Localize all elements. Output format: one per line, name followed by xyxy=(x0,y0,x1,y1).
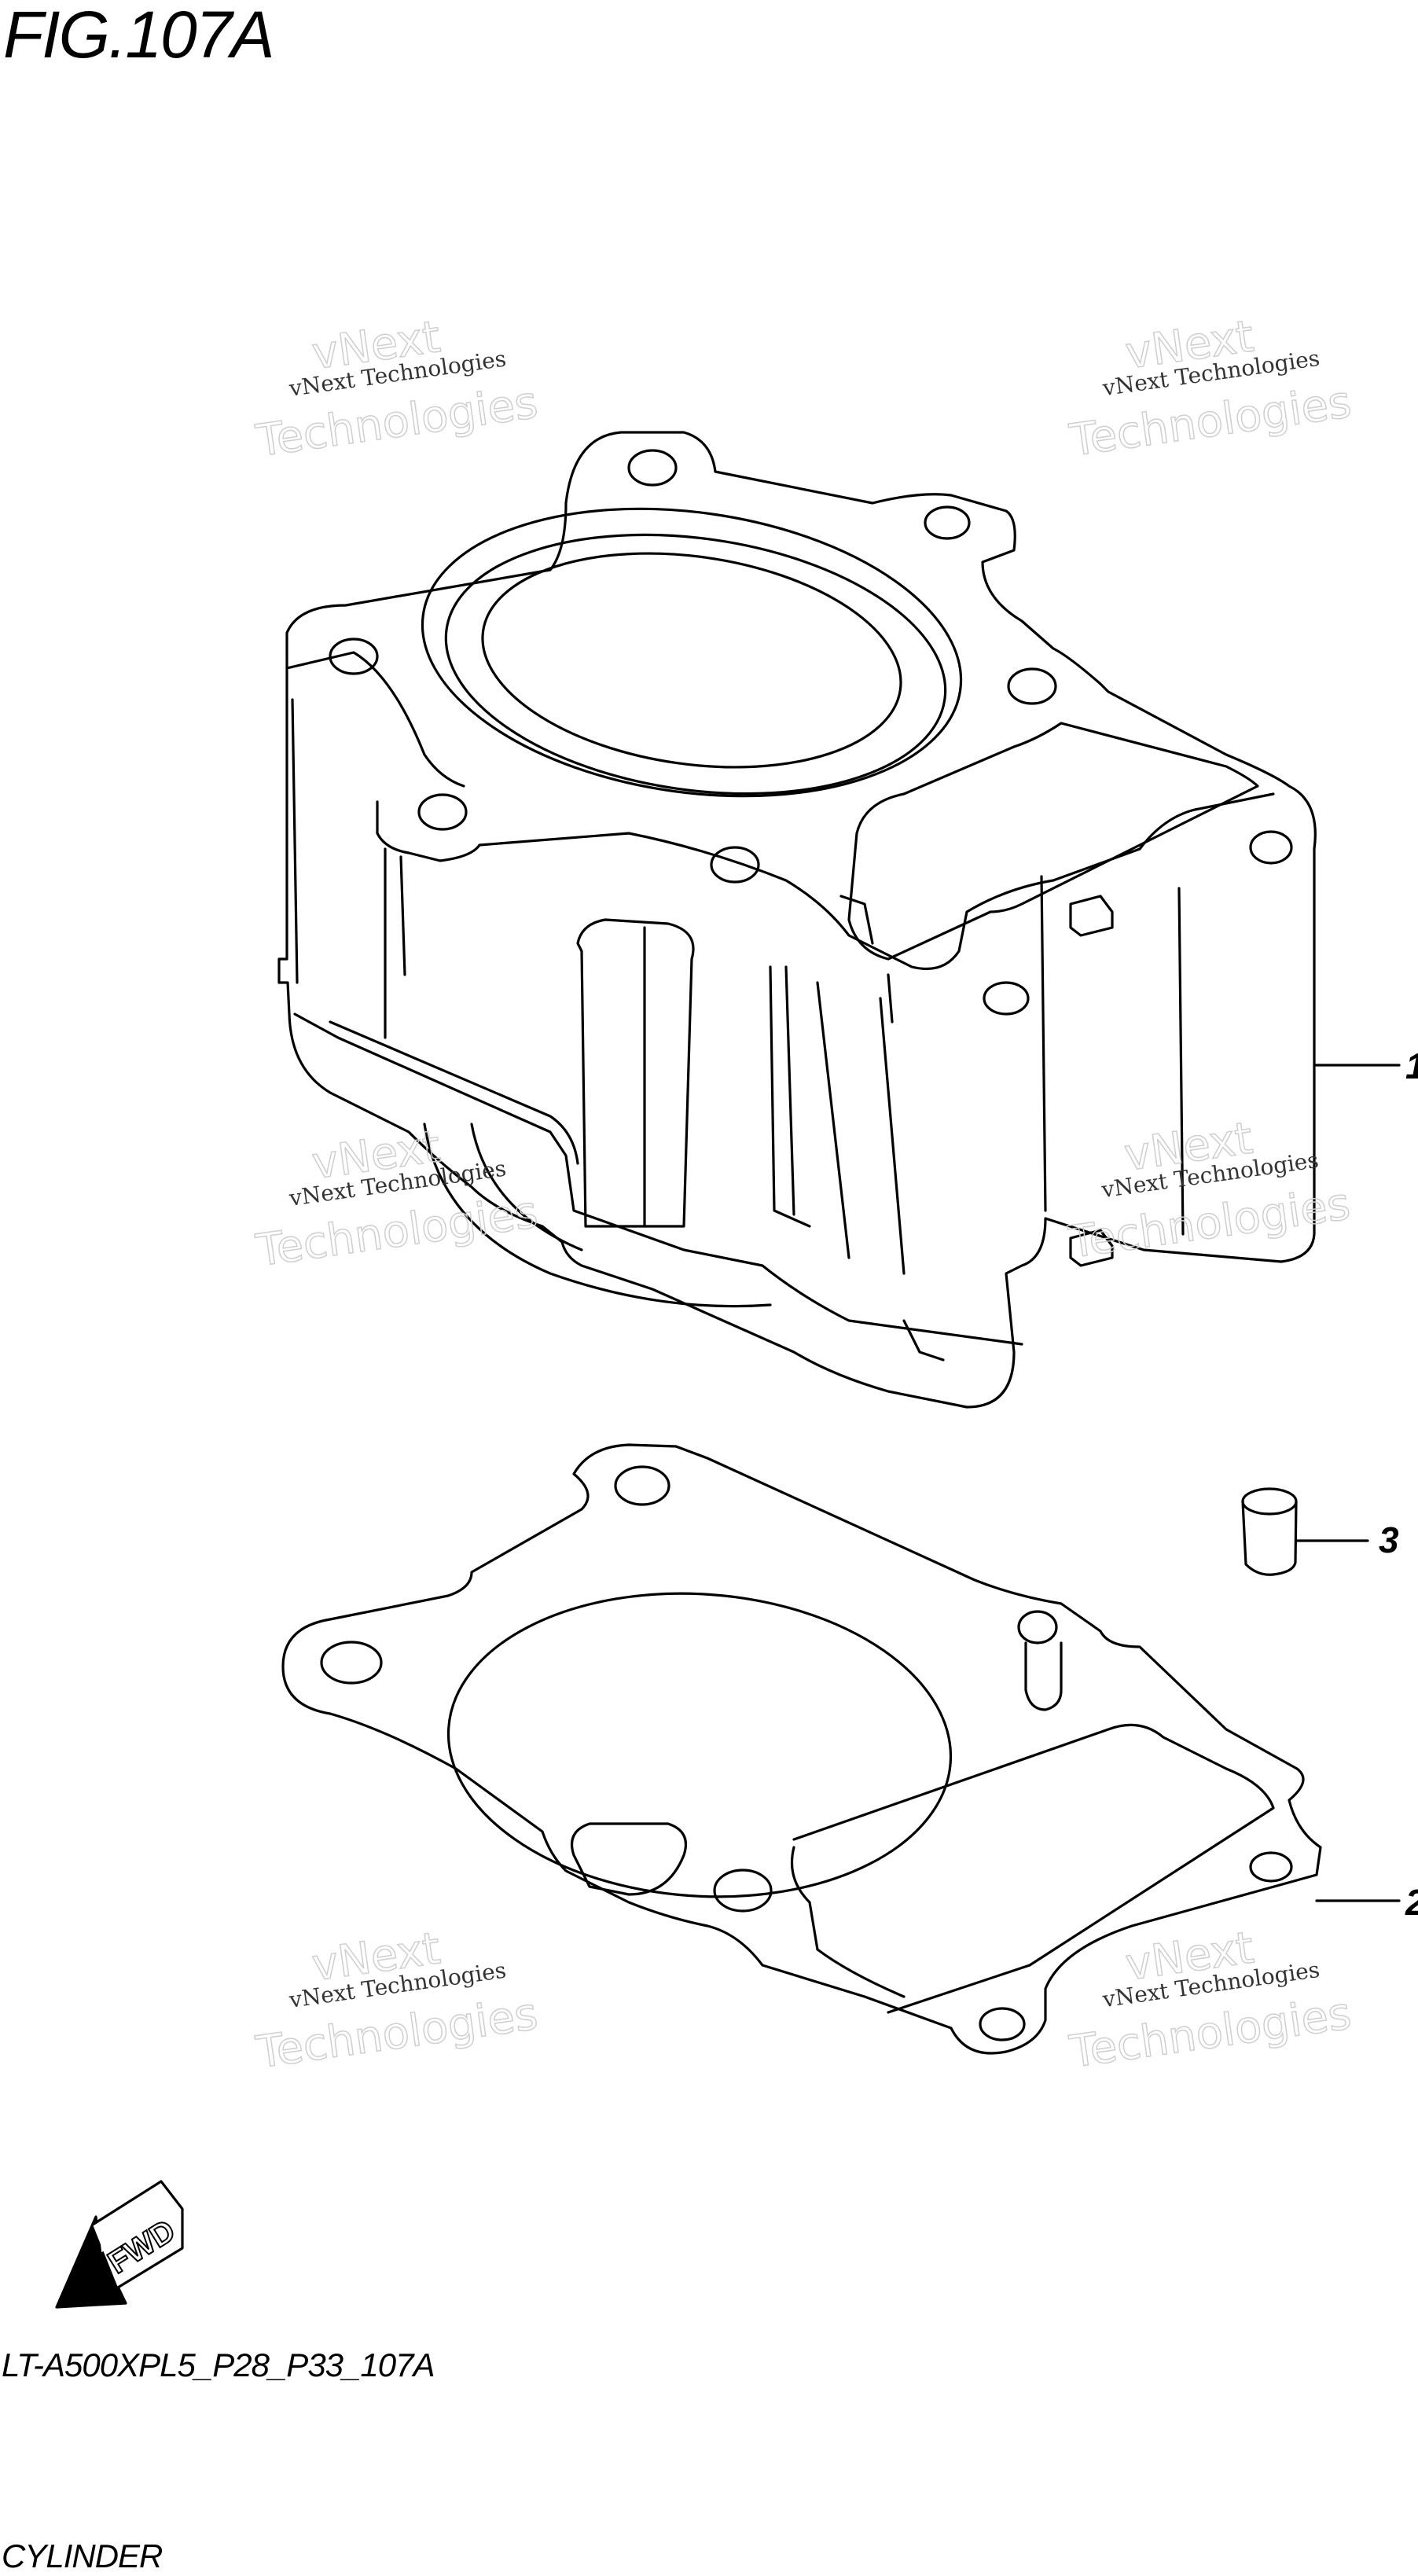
watermark-top-right: vNext vNext Technologies Technologies xyxy=(1066,311,1355,468)
cylinder-part xyxy=(277,431,1317,1409)
fwd-direction-arrow xyxy=(55,2180,184,2309)
watermark-bottom-right: vNext vNext Technologies Technologies xyxy=(1066,1922,1355,2079)
callout-3: 3 xyxy=(1379,1520,1399,1560)
figure-code: LT-A500XPL5_P28_P33_107A xyxy=(2,2346,435,2383)
figure-title: FIG.107A xyxy=(3,0,275,72)
watermark-bottom-left: vNext vNext Technologies Technologies xyxy=(252,1922,542,2079)
figure-caption: CYLINDER xyxy=(2,2537,163,2574)
watermark-mid-right: vNext vNext Technologies Technologies xyxy=(1065,1112,1354,1270)
callout-2: 2 xyxy=(1405,1882,1418,1923)
watermark-mid-left: vNext vNext Technologies Technologies xyxy=(252,1120,542,1277)
dowel-pin-part xyxy=(1241,1487,1298,1576)
callout-1: 1 xyxy=(1405,1045,1418,1086)
watermark-top-left: vNext vNext Technologies Technologies xyxy=(252,311,542,468)
gasket-part xyxy=(281,1443,1322,2055)
